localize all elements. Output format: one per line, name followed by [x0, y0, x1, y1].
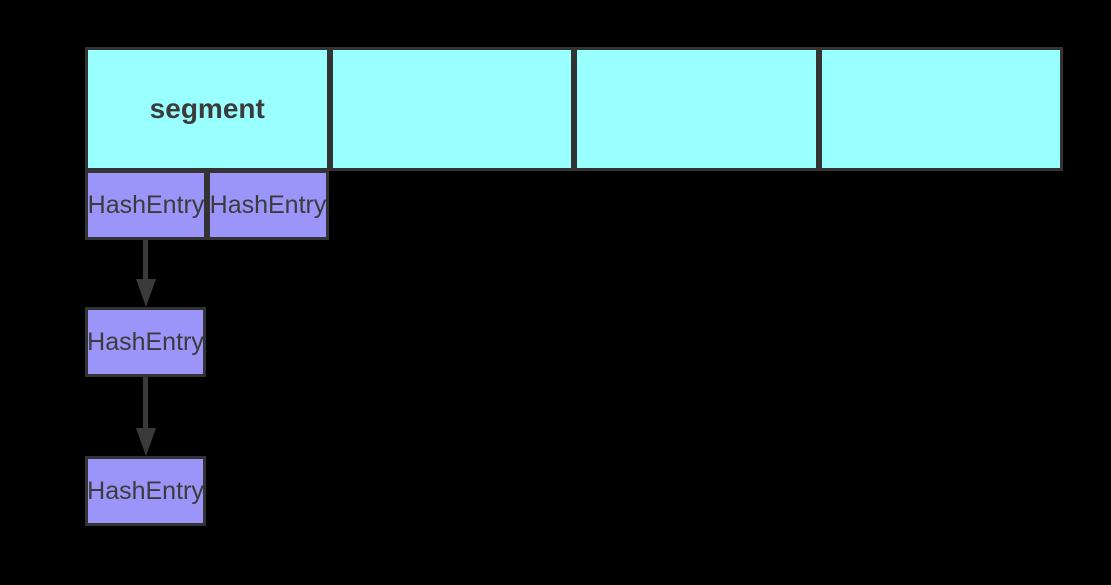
arrow-down-icon [135, 377, 156, 456]
hash-entry-node: HashEntry [85, 456, 206, 526]
hash-entry-node: HashEntry [85, 307, 206, 377]
segment-array-row: segment [85, 47, 1063, 171]
segment-cell [329, 47, 574, 171]
hash-entry-label: HashEntry [87, 476, 204, 505]
arrow-shaft [143, 240, 148, 279]
hash-entry-label: HashEntry [87, 327, 204, 356]
hash-entry-box: HashEntry [207, 170, 329, 240]
arrow-head [135, 279, 156, 307]
hash-entry-box: HashEntry [85, 170, 207, 240]
segment-cell [818, 47, 1063, 171]
hash-entry-bucket-row: HashEntry HashEntry [85, 170, 329, 240]
arrow-shaft [143, 377, 148, 428]
arrow-head [135, 428, 156, 456]
hash-entry-label: HashEntry [209, 190, 327, 219]
arrow-down-icon [135, 240, 156, 307]
segment-cell-label: segment [149, 93, 265, 124]
hash-entry-label: HashEntry [87, 190, 205, 219]
segment-cell [574, 47, 819, 171]
segment-cell: segment [85, 47, 330, 171]
